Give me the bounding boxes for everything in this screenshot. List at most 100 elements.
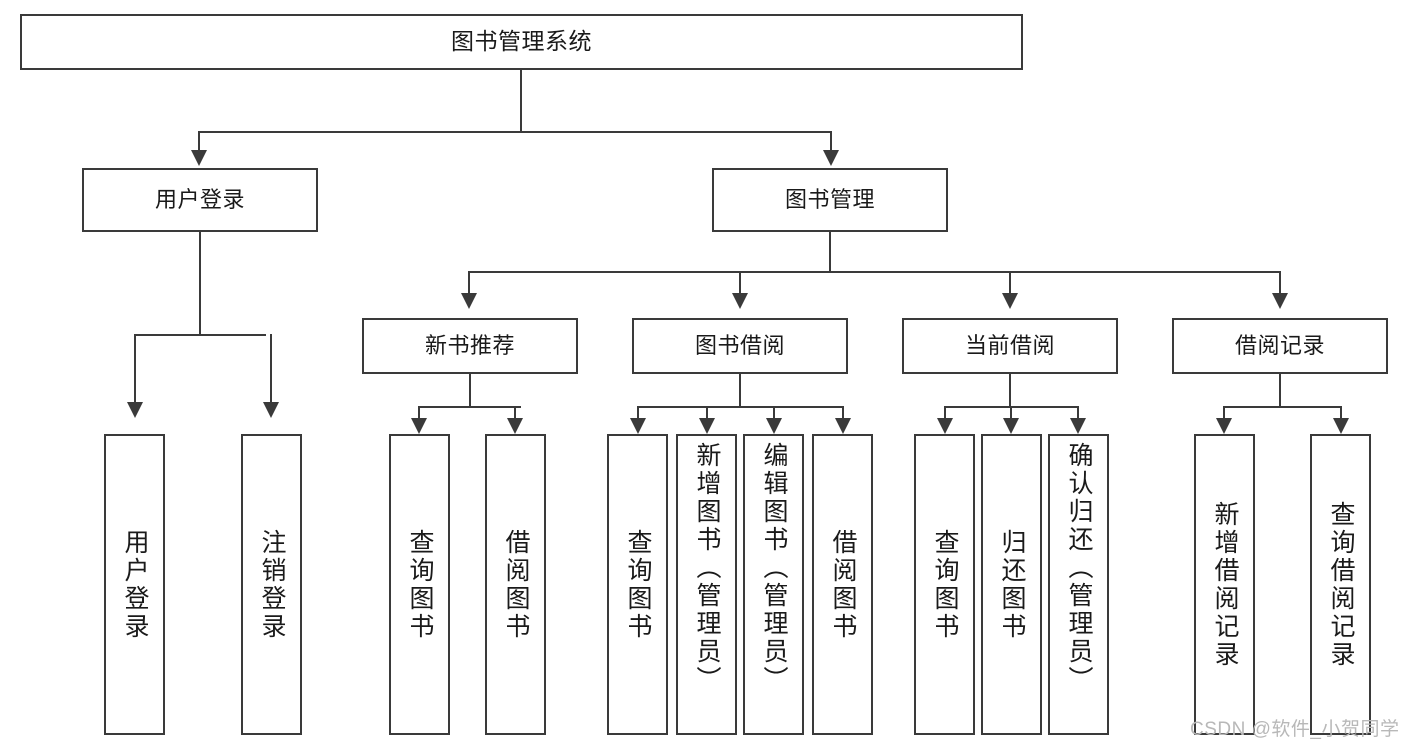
leaf-inner: 借阅图书 — [487, 436, 544, 733]
connector-br-to-leaf-1 — [1223, 406, 1225, 420]
connector-nbr-to-leaf-1 — [418, 406, 420, 420]
connector-nbr-to-leaf-2 — [514, 406, 516, 420]
connector-bb-to-leaf-4 — [842, 406, 844, 420]
arrow-user-login-to-leaf-2 — [263, 402, 279, 418]
arrow-nbr-to-leaf-2 — [507, 418, 523, 434]
leaf-inner: 查询图书 — [391, 436, 448, 733]
connector-user-login-bus — [134, 334, 266, 336]
leaf-label: 新增借阅记录 — [1211, 500, 1239, 669]
leaf-book-borrow-edit-book-admin[interactable]: 编辑图书（管理员） — [743, 434, 804, 735]
connector-user-login-to-leaf-2 — [270, 334, 272, 404]
connector-bm-to-borrow-record — [1279, 271, 1281, 295]
leaf-user-login-login[interactable]: 用户登录 — [104, 434, 165, 735]
connector-br-bus — [1223, 406, 1341, 408]
leaf-inner: 注销登录 — [243, 436, 300, 733]
leaf-label: 注销登录 — [258, 528, 286, 641]
leaf-inner: 借阅图书 — [814, 436, 871, 733]
leaf-inner: 确认归还（管理员） — [1050, 436, 1107, 733]
node-borrow-record[interactable]: 借阅记录 — [1172, 318, 1388, 374]
arrow-cb-to-leaf-2 — [1003, 418, 1019, 434]
leaf-inner: 编辑图书（管理员） — [745, 436, 802, 733]
leaf-label: 查询图书 — [624, 528, 652, 641]
leaf-label: 查询图书 — [931, 528, 959, 641]
arrow-br-to-leaf-1 — [1216, 418, 1232, 434]
arrow-bb-to-leaf-2 — [699, 418, 715, 434]
leaf-inner: 归还图书 — [983, 436, 1040, 733]
leaf-current-borrow-return-book[interactable]: 归还图书 — [981, 434, 1042, 735]
connector-bm-to-book-borrow — [739, 271, 741, 295]
leaf-label: 借阅图书 — [502, 528, 530, 641]
arrow-bb-to-leaf-1 — [630, 418, 646, 434]
leaf-label: 确认归还（管理员） — [1065, 442, 1093, 694]
watermark-csdn: CSDN @软件_小贺同学 — [1190, 719, 1400, 740]
arrow-br-to-leaf-2 — [1333, 418, 1349, 434]
connector-bb-to-leaf-1 — [637, 406, 639, 420]
connector-root-stem — [520, 70, 522, 132]
arrow-root-to-user-login — [191, 150, 207, 166]
leaf-inner: 查询图书 — [916, 436, 973, 733]
leaf-user-login-logout[interactable]: 注销登录 — [241, 434, 302, 735]
leaf-borrow-record-add-record[interactable]: 新增借阅记录 — [1194, 434, 1255, 735]
arrow-root-to-book-management — [823, 150, 839, 166]
connector-book-management-stem — [829, 232, 831, 272]
connector-book-management-bus — [468, 271, 1280, 273]
node-root-book-management-system[interactable]: 图书管理系统 — [20, 14, 1023, 70]
leaf-label: 查询借阅记录 — [1327, 500, 1355, 669]
leaf-label: 借阅图书 — [829, 528, 857, 641]
connector-root-bus — [198, 131, 832, 133]
leaf-label: 归还图书 — [998, 528, 1026, 641]
arrow-bb-to-leaf-3 — [766, 418, 782, 434]
connector-cb-to-leaf-3 — [1077, 406, 1079, 420]
arrow-bm-to-borrow-record — [1272, 293, 1288, 309]
node-current-borrow[interactable]: 当前借阅 — [902, 318, 1118, 374]
connector-bm-to-new-book — [468, 271, 470, 295]
connector-cb-to-leaf-1 — [944, 406, 946, 420]
connector-bb-bus — [637, 406, 843, 408]
leaf-current-borrow-confirm-return-admin[interactable]: 确认归还（管理员） — [1048, 434, 1109, 735]
connector-user-login-stem — [199, 232, 201, 335]
arrow-bm-to-book-borrow — [732, 293, 748, 309]
connector-cb-stem — [1009, 374, 1011, 407]
leaf-label: 新增图书（管理员） — [693, 442, 721, 694]
node-label: 图书借阅 — [694, 333, 785, 359]
node-book-management[interactable]: 图书管理 — [712, 168, 948, 232]
arrow-bm-to-current-borrow — [1002, 293, 1018, 309]
connector-br-to-leaf-2 — [1340, 406, 1342, 420]
leaf-current-borrow-query-book[interactable]: 查询图书 — [914, 434, 975, 735]
leaf-book-borrow-add-book-admin[interactable]: 新增图书（管理员） — [676, 434, 737, 735]
leaf-book-borrow-query-book[interactable]: 查询图书 — [607, 434, 668, 735]
arrow-nbr-to-leaf-1 — [411, 418, 427, 434]
connector-bm-to-current-borrow — [1009, 271, 1011, 295]
arrow-cb-to-leaf-3 — [1070, 418, 1086, 434]
connector-root-to-user-login — [198, 131, 200, 153]
connector-bb-to-leaf-3 — [773, 406, 775, 420]
node-label: 借阅记录 — [1234, 333, 1325, 359]
connector-cb-to-leaf-2 — [1010, 406, 1012, 420]
node-new-book-recommend[interactable]: 新书推荐 — [362, 318, 578, 374]
leaf-inner: 查询借阅记录 — [1312, 436, 1369, 733]
connector-bb-to-leaf-2 — [706, 406, 708, 420]
leaf-new-book-borrow-book[interactable]: 借阅图书 — [485, 434, 546, 735]
connector-bb-stem — [739, 374, 741, 407]
arrow-bb-to-leaf-4 — [835, 418, 851, 434]
connector-user-login-to-leaf-1 — [134, 334, 136, 404]
leaf-new-book-query-book[interactable]: 查询图书 — [389, 434, 450, 735]
leaf-label: 编辑图书（管理员） — [760, 442, 788, 694]
arrow-user-login-to-leaf-1 — [127, 402, 143, 418]
node-book-borrow[interactable]: 图书借阅 — [632, 318, 848, 374]
leaf-book-borrow-borrow-book[interactable]: 借阅图书 — [812, 434, 873, 735]
connector-nbr-stem — [469, 374, 471, 407]
arrow-cb-to-leaf-1 — [937, 418, 953, 434]
connector-nbr-bus — [418, 406, 521, 408]
node-label: 当前借阅 — [964, 333, 1055, 359]
leaf-inner: 新增图书（管理员） — [678, 436, 735, 733]
node-user-login[interactable]: 用户登录 — [82, 168, 318, 232]
node-label: 图书管理 — [784, 187, 875, 213]
leaf-label: 用户登录 — [121, 528, 149, 641]
leaf-borrow-record-query-record[interactable]: 查询借阅记录 — [1310, 434, 1371, 735]
connector-br-stem — [1279, 374, 1281, 407]
arrow-bm-to-new-book — [461, 293, 477, 309]
leaf-inner: 新增借阅记录 — [1196, 436, 1253, 733]
node-label: 用户登录 — [154, 187, 245, 213]
